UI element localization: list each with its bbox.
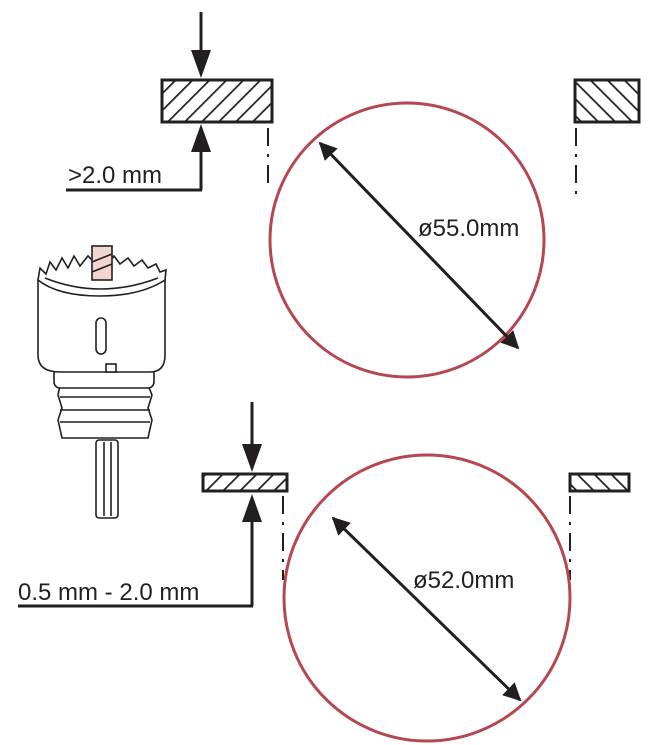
top-thickness-dimension: >2.0 mm [66, 12, 211, 192]
top-thickness-label: >2.0 mm [68, 162, 162, 189]
bottom-hole-circle [282, 453, 572, 743]
bottom-right-workpiece [568, 472, 631, 493]
top-left-workpiece [160, 78, 274, 124]
top-section: >2.0 mm ø55.0mm [66, 12, 641, 379]
bottom-diameter-label: ø52.0mm [413, 567, 514, 594]
bottom-left-workpiece [201, 472, 289, 493]
bottom-thickness-label: 0.5 mm - 2.0 mm [18, 579, 199, 606]
top-hole-circle [268, 101, 546, 379]
top-diameter-label: ø55.0mm [418, 215, 519, 242]
hole-saw-icon [37, 245, 167, 519]
bottom-diameter-arrow [331, 516, 522, 702]
bottom-thickness-dimension: 0.5 mm - 2.0 mm [18, 402, 262, 608]
top-right-workpiece [573, 78, 641, 124]
top-diameter-arrow [318, 141, 520, 350]
bottom-section: 0.5 mm - 2.0 mm ø52.0mm [18, 402, 631, 743]
